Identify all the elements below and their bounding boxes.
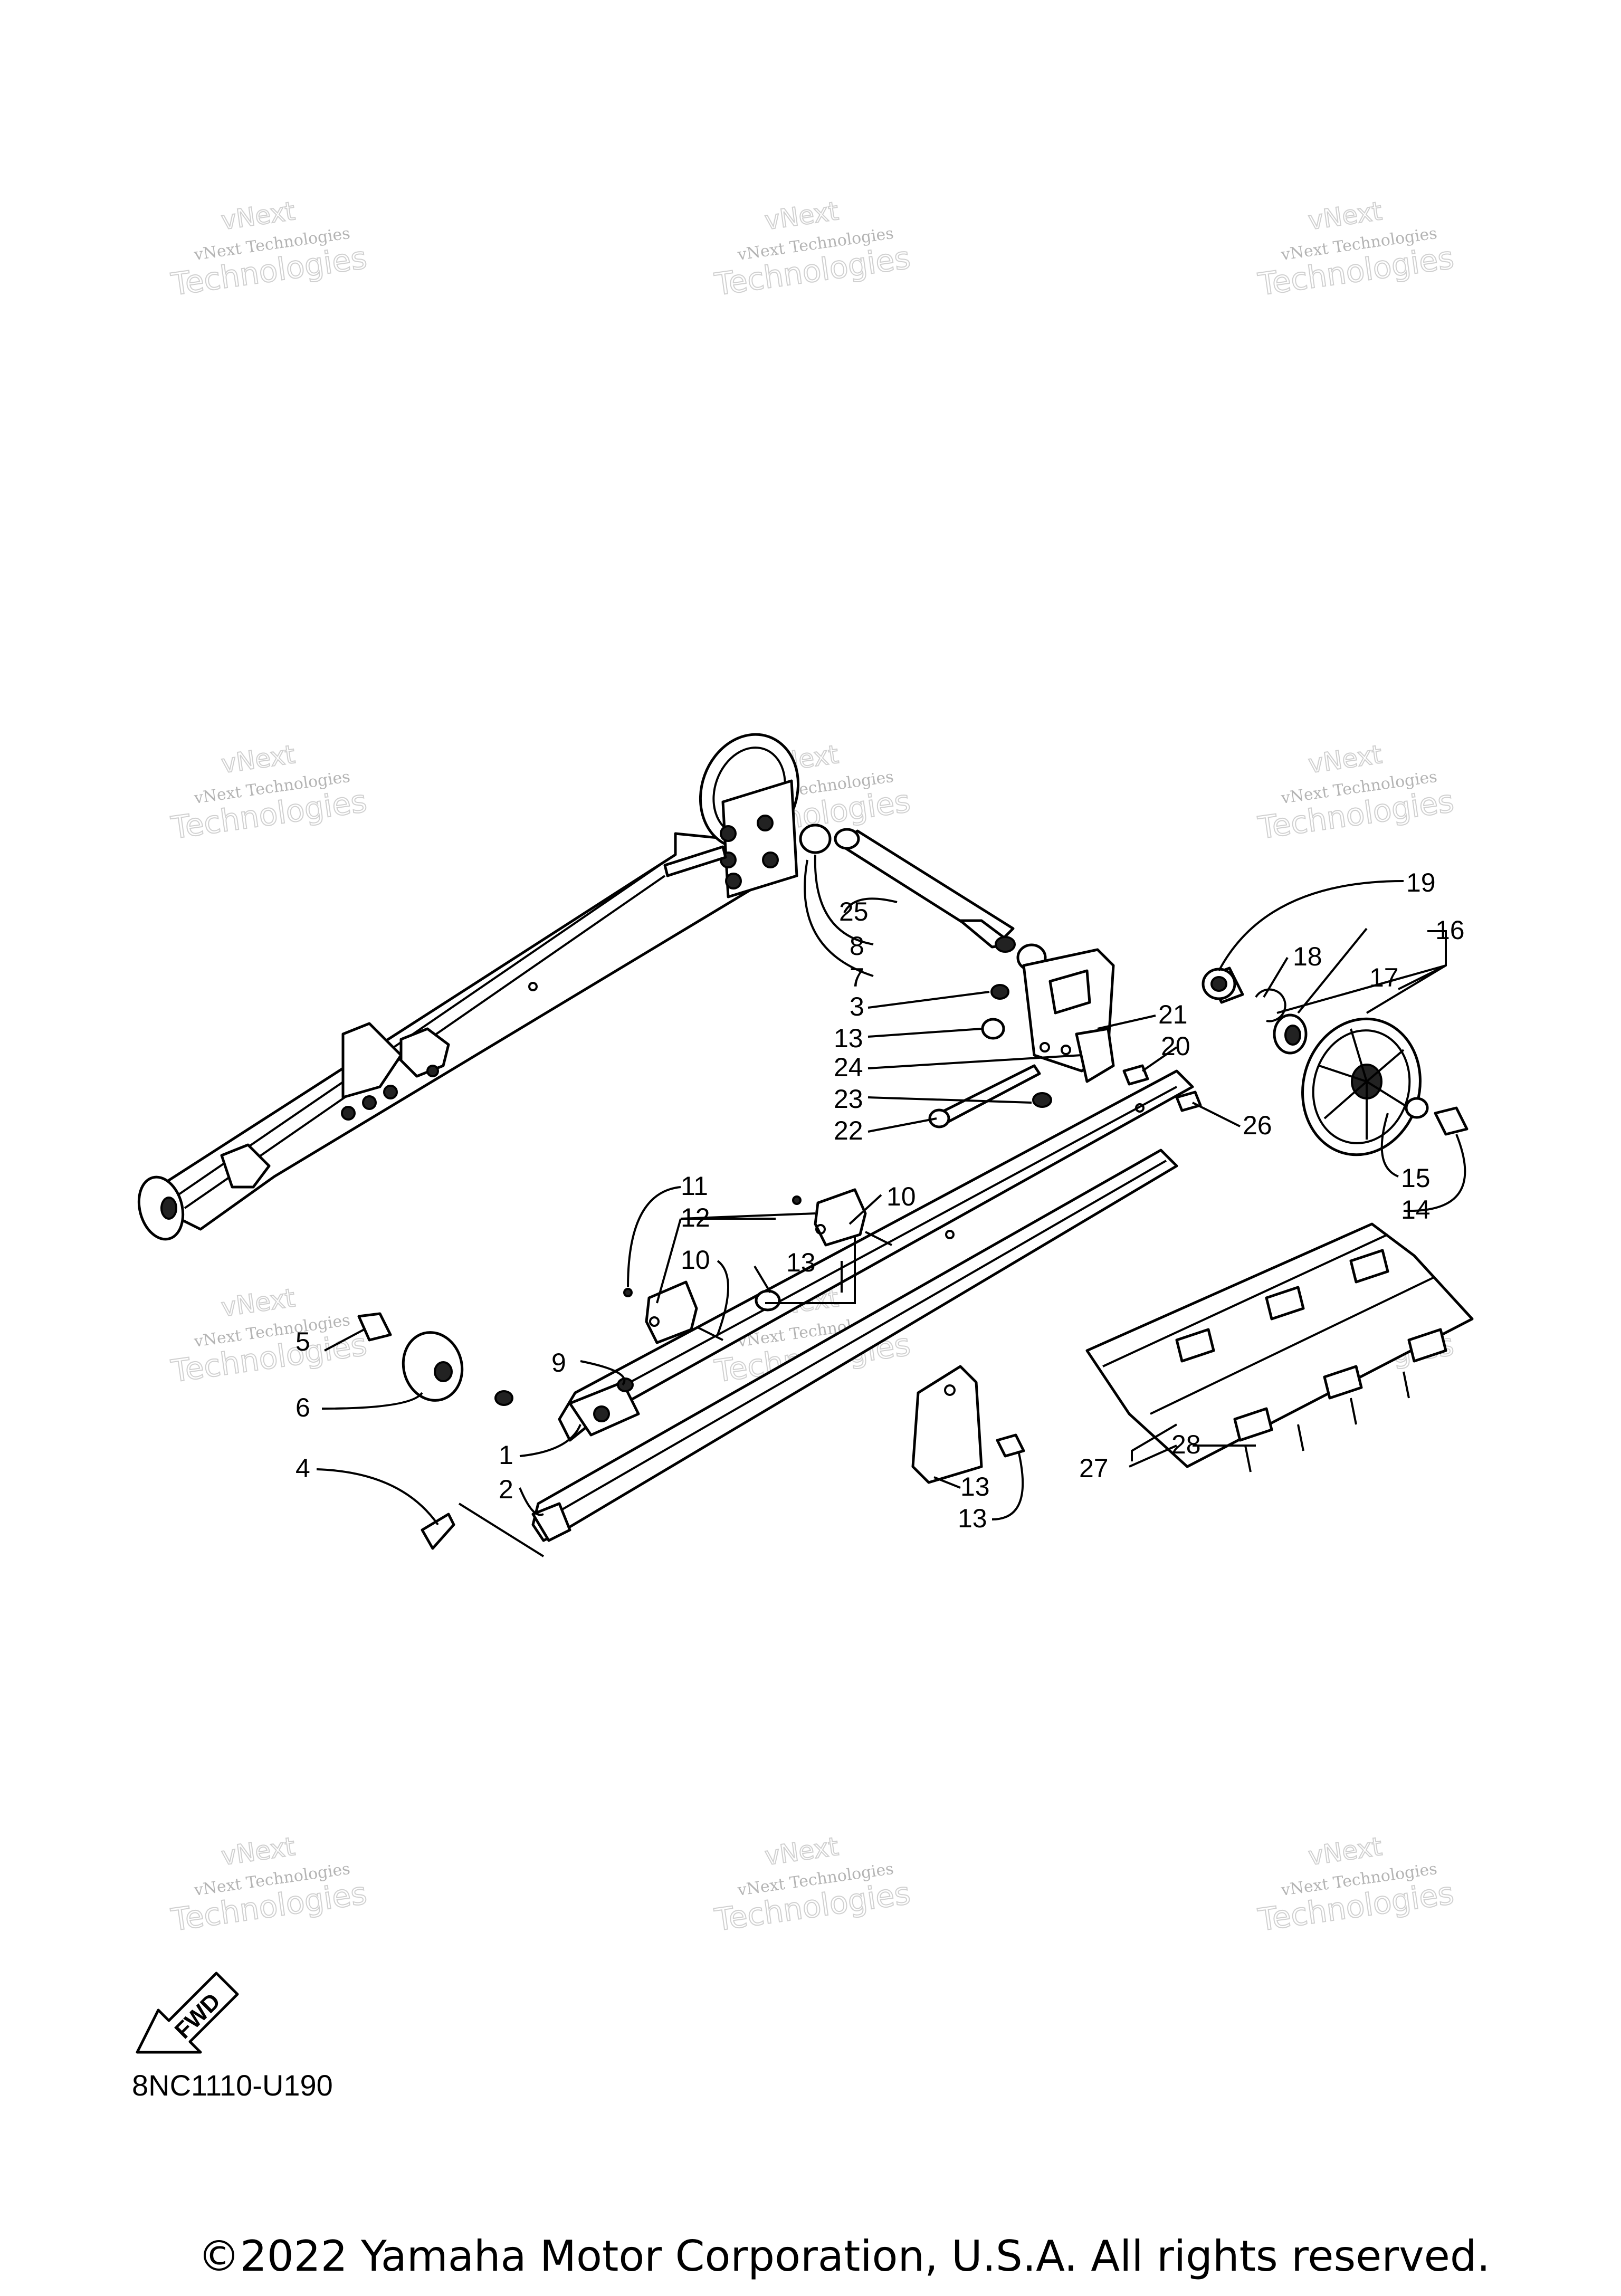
part-4-screw [421, 1513, 455, 1550]
watermark-top-text: vNext [1307, 740, 1384, 779]
part-21-bushing [1202, 967, 1244, 1004]
callout-21: 19 [1406, 868, 1436, 897]
callout-12: 11 [681, 1171, 708, 1201]
watermark-top-text: vNext [220, 196, 297, 236]
callout-20: 18 [1293, 942, 1322, 971]
left-rail-front-wheel [137, 1175, 185, 1241]
part-16-bolt [1434, 1106, 1469, 1136]
watermark: vNext vNext Technologies Technologies [712, 1831, 913, 1938]
callout-13b: 13 [786, 1248, 816, 1277]
watermark: vNext vNext Technologies Technologies [1255, 739, 1456, 846]
part-12-screw [792, 1195, 802, 1205]
callout-15: 13 [960, 1472, 990, 1501]
part-6-wheel [402, 1331, 464, 1402]
diagram-code: 8NC1110-U190 [132, 2069, 333, 2102]
part-29-track [1085, 1222, 1474, 1472]
watermark-top-text: vNext [763, 1832, 841, 1871]
part-10-pin [696, 1326, 723, 1341]
fwd-arrow-icon: FWD [136, 1972, 239, 2054]
part-17-washer [1405, 1097, 1429, 1119]
callout-3: 3 [850, 992, 864, 1021]
callout-7: 7 [850, 963, 864, 992]
callout-13: 13 [834, 1023, 863, 1053]
callout-9: 9 [551, 1348, 566, 1377]
watermark: vNext vNext Technologies Technologies [168, 196, 369, 303]
callout-2: 2 [499, 1475, 513, 1504]
watermark: vNext vNext Technologies Technologies [1255, 196, 1456, 303]
callout-1: 1 [499, 1440, 513, 1470]
callout-28: 26 [1243, 1111, 1272, 1140]
part-19-bearing [1273, 1013, 1308, 1055]
part-6-nut [494, 1390, 513, 1406]
part-18-wheel [1301, 1017, 1422, 1156]
callout-25: 23 [834, 1084, 863, 1114]
copyright-notice: ©2022 Yamaha Motor Corporation, U.S.A. A… [198, 2232, 1491, 2281]
callout-24: 22 [834, 1116, 863, 1145]
callout-29: 27 [1079, 1453, 1109, 1483]
callout-10: 10 [886, 1182, 916, 1211]
callout-4: 4 [295, 1453, 310, 1483]
right-slide-rail [531, 1069, 1194, 1542]
watermark-top-text: vNext [220, 1832, 297, 1871]
watermark-top-text: vNext [220, 1283, 297, 1323]
watermark: vNext vNext Technologies Technologies [168, 739, 369, 846]
part-9-nut [617, 1377, 634, 1392]
leader-lines [316, 854, 1466, 1557]
callout-6: 6 [295, 1393, 310, 1422]
callout-26: 24 [834, 1053, 863, 1082]
callout-numbers: 25 8 7 3 13 24 23 22 21 20 26 19 18 17 1… [295, 868, 1465, 1533]
part-5-bolt [357, 1312, 392, 1342]
callout-22: 20 [1161, 1031, 1190, 1061]
callout-18: 16 [1435, 915, 1465, 945]
watermark-top-text: vNext [1307, 196, 1384, 236]
watermark-top-text: vNext [220, 740, 297, 779]
part-27-shaft [834, 828, 1016, 953]
watermark-top-text: vNext [763, 196, 841, 236]
part-25-nut [1032, 1092, 1052, 1108]
part-28-bolt [1175, 1090, 1202, 1112]
callout-11: 12 [681, 1203, 710, 1232]
suspension-bracket [1022, 948, 1115, 1083]
callout-30: 28 [1171, 1430, 1201, 1459]
watermark-top-text: vNext [1307, 1832, 1384, 1871]
callout-19: 17 [1369, 963, 1399, 992]
watermark: vNext vNext Technologies Technologies [712, 196, 913, 303]
callout-8: 8 [850, 931, 864, 961]
watermark: vNext vNext Technologies Technologies [168, 1283, 369, 1390]
callout-23: 21 [1158, 1000, 1188, 1029]
part-20-circlip [1255, 988, 1286, 1022]
callout-27: 25 [839, 897, 869, 926]
callout-16: 14 [1401, 1195, 1431, 1224]
part-3-nut [990, 984, 1009, 1000]
part-11-slider-upper [814, 1188, 867, 1247]
part-13-nut-lower [755, 1289, 781, 1312]
callout-17: 15 [1401, 1163, 1431, 1193]
callout-5: 5 [295, 1327, 310, 1356]
rear-idler-wheel [663, 733, 800, 898]
callout-10b: 10 [681, 1245, 710, 1275]
part-13-nut [981, 1018, 1005, 1040]
watermark: vNext vNext Technologies Technologies [168, 1831, 369, 1938]
part-15-bracket [911, 1365, 983, 1484]
part-14-bolt [996, 1433, 1025, 1458]
part-8-washer [799, 824, 832, 854]
parts [137, 733, 1474, 1550]
watermark: vNext vNext Technologies Technologies [1255, 1831, 1456, 1938]
part-24-bolt [928, 1064, 1041, 1128]
callout-14: 13 [958, 1504, 987, 1533]
left-slide-rail [157, 832, 793, 1231]
part-22-bolt [1122, 1064, 1149, 1086]
part-12-screw [623, 1288, 633, 1297]
part-10-pin [865, 1231, 892, 1246]
